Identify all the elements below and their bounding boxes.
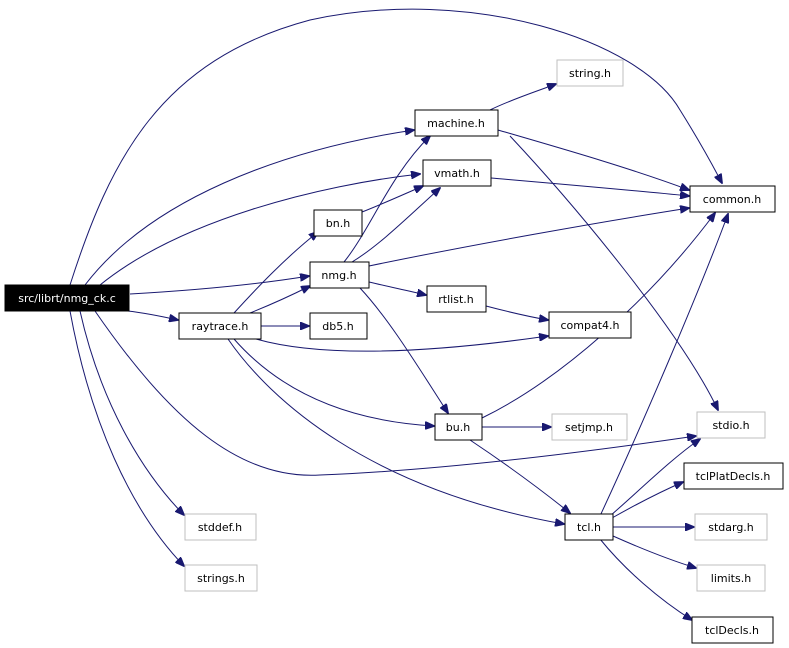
- node-bn-h[interactable]: bn.h: [313, 209, 363, 237]
- node-limits-label: limits.h: [711, 572, 751, 585]
- edge-raytrace-to-compat4: [255, 336, 548, 352]
- node-string-h[interactable]: string.h: [556, 59, 624, 87]
- edge-tcl-to-tclplatdecls: [611, 482, 683, 519]
- edge-root-to-common: [69, 8, 722, 286]
- node-stdarg-label: stdarg.h: [708, 521, 754, 534]
- edge-root-to-machine: [84, 130, 414, 286]
- node-tcl-h[interactable]: tcl.h: [564, 513, 614, 541]
- edge-nmg-to-bu: [359, 287, 448, 413]
- node-stddef-h[interactable]: stddef.h: [184, 513, 257, 541]
- node-tcldecls-h[interactable]: tclDecls.h: [691, 616, 774, 644]
- node-raytrace-box: [178, 312, 262, 340]
- node-common-h[interactable]: common.h: [689, 185, 776, 213]
- edge-nmg-to-rtlist: [368, 281, 426, 295]
- node-tclplatdecls-box: [683, 462, 784, 490]
- node-common-box: [689, 185, 776, 213]
- node-stdio-h[interactable]: stdio.h: [696, 411, 766, 439]
- node-rtlist-h[interactable]: rtlist.h: [426, 285, 487, 313]
- edge-nmg-to-common: [368, 208, 689, 267]
- edge-tcl-to-limits: [612, 535, 696, 568]
- node-machine-box: [414, 109, 499, 137]
- edge-raytrace-to-bu: [233, 338, 434, 426]
- edge-root-to-stdio: [94, 310, 696, 476]
- node-vmath-h[interactable]: vmath.h: [422, 159, 492, 187]
- node-strings-label: strings.h: [197, 572, 245, 585]
- node-raytrace-h[interactable]: raytrace.h: [178, 312, 262, 340]
- node-root-label: src/librt/nmg_ck.c: [18, 292, 116, 305]
- node-setjmp-label: setjmp.h: [565, 421, 613, 434]
- edge-raytrace-to-nmg: [249, 286, 310, 314]
- dependency-nodes: src/librt/nmg_ck.c machine.h string.h vm…: [4, 59, 784, 644]
- edge-tcl-to-stdio: [609, 439, 700, 517]
- node-rtlist-label: rtlist.h: [438, 293, 473, 306]
- node-nmg-h[interactable]: nmg.h: [309, 261, 370, 289]
- edge-raytrace-to-bn: [233, 232, 318, 314]
- node-stdio-label: stdio.h: [712, 419, 749, 432]
- node-strings-h[interactable]: strings.h: [184, 564, 258, 592]
- node-strings-box: [184, 564, 258, 592]
- edge-machine-to-stdio: [509, 135, 718, 410]
- node-stdarg-box: [694, 513, 768, 541]
- node-stddef-label: stddef.h: [198, 521, 242, 534]
- node-string-box: [556, 59, 624, 87]
- edge-root-to-vmath: [99, 174, 420, 286]
- node-common-label: common.h: [703, 193, 761, 206]
- node-tcldecls-label: tclDecls.h: [705, 624, 759, 637]
- edge-bu-to-tcl: [469, 439, 570, 513]
- edge-root-to-strings: [69, 310, 184, 566]
- node-stdarg-h[interactable]: stdarg.h: [694, 513, 768, 541]
- edge-tcl-to-common: [599, 214, 728, 517]
- node-limits-box: [696, 564, 766, 592]
- node-rtlist-box: [426, 285, 487, 313]
- node-db5-box: [309, 312, 368, 340]
- node-tcl-box: [564, 513, 614, 541]
- node-raytrace-label: raytrace.h: [192, 320, 249, 333]
- node-setjmp-box: [551, 413, 628, 441]
- node-string-label: string.h: [569, 67, 611, 80]
- node-tclplatdecls-label: tclPlatDecls.h: [696, 470, 771, 483]
- edge-raytrace-to-tcl: [227, 338, 564, 524]
- node-setjmp-h[interactable]: setjmp.h: [551, 413, 628, 441]
- node-root-box: [4, 284, 130, 312]
- node-nmg-box: [309, 261, 370, 289]
- node-root-file[interactable]: src/librt/nmg_ck.c: [4, 284, 130, 312]
- edge-machine-to-common: [497, 129, 689, 190]
- node-bu-label: bu.h: [446, 421, 470, 434]
- node-nmg-label: nmg.h: [321, 269, 356, 282]
- node-stddef-box: [184, 513, 257, 541]
- edge-root-to-stddef: [79, 310, 184, 515]
- node-bn-label: bn.h: [326, 217, 350, 230]
- node-tcl-label: tcl.h: [577, 521, 601, 534]
- edge-vmath-to-common: [490, 177, 689, 196]
- edge-tcl-to-tcldecls: [599, 538, 692, 620]
- node-machine-h[interactable]: machine.h: [414, 109, 499, 137]
- node-db5-label: db5.h: [322, 320, 353, 333]
- edge-rtlist-to-compat4: [485, 305, 548, 320]
- node-compat4-box: [548, 311, 632, 339]
- node-bu-box: [434, 413, 483, 441]
- node-limits-h[interactable]: limits.h: [696, 564, 766, 592]
- node-stdio-box: [696, 411, 766, 439]
- edge-bn-to-vmath: [361, 186, 423, 213]
- edge-machine-to-string: [489, 84, 556, 111]
- edge-nmg-to-machine: [343, 136, 430, 263]
- node-bn-box: [313, 209, 363, 237]
- node-bu-h[interactable]: bu.h: [434, 413, 483, 441]
- node-machine-label: machine.h: [427, 117, 485, 130]
- node-tcldecls-box: [691, 616, 774, 644]
- node-tclplatdecls-h[interactable]: tclPlatDecls.h: [683, 462, 784, 490]
- dependency-edges: [69, 8, 728, 620]
- edge-root-to-raytrace: [127, 310, 178, 320]
- node-compat4-label: compat4.h: [561, 319, 620, 332]
- edge-root-to-nmg: [129, 276, 309, 295]
- node-compat4-h[interactable]: compat4.h: [548, 311, 632, 339]
- edge-nmg-to-vmath: [351, 188, 440, 263]
- node-vmath-box: [422, 159, 492, 187]
- node-vmath-label: vmath.h: [434, 167, 480, 180]
- node-db5-h[interactable]: db5.h: [309, 312, 368, 340]
